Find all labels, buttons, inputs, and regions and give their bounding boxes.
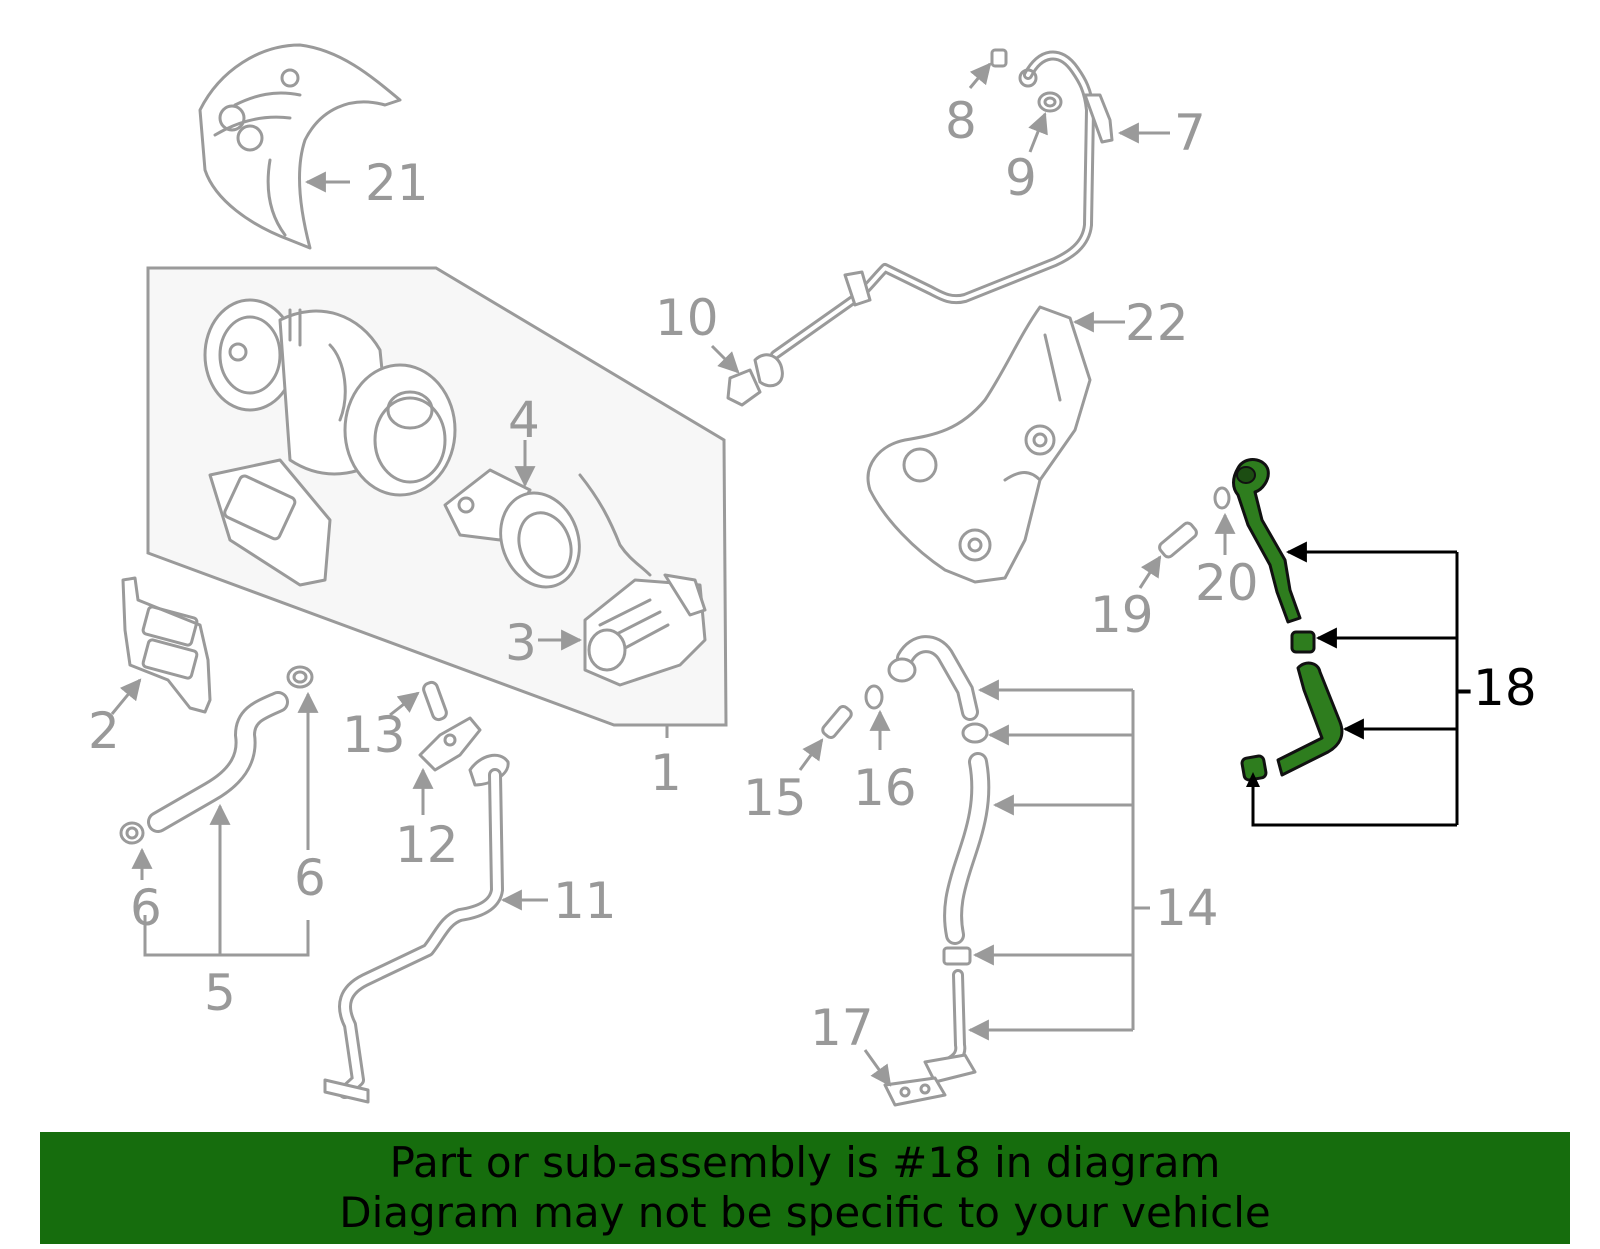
leader-8 <box>968 62 992 89</box>
callout-13: 13 <box>342 706 406 764</box>
leader-14-group <box>967 679 1150 1041</box>
callout-12: 12 <box>395 816 459 874</box>
callout-15: 15 <box>743 769 807 827</box>
callout-20: 20 <box>1195 554 1259 612</box>
callout-2: 2 <box>88 702 120 760</box>
leader-15 <box>798 738 824 771</box>
part-7-oil-feed-line <box>726 50 1114 407</box>
banner-line-1: Part or sub-assembly is #18 in diagram <box>389 1138 1221 1187</box>
part-14-coolant-line <box>887 635 991 1084</box>
callout-8: 8 <box>945 92 977 150</box>
callout-19: 19 <box>1090 586 1154 644</box>
part-19-bolt <box>1158 521 1198 559</box>
callout-1: 1 <box>650 744 682 802</box>
part-17-gasket <box>883 1076 947 1107</box>
callout-6-upper: 6 <box>294 849 326 907</box>
callout-3: 3 <box>505 614 537 672</box>
part-16-washer <box>864 684 884 710</box>
callout-17: 17 <box>810 999 874 1057</box>
callout-4: 4 <box>508 391 540 449</box>
callout-22: 22 <box>1125 294 1189 352</box>
leader-2 <box>110 678 142 715</box>
part-15-bolt <box>821 705 853 739</box>
part-2-gasket <box>121 576 212 714</box>
leader-17 <box>863 1049 892 1087</box>
part-12-valve <box>418 716 482 772</box>
part-6-clamp-lower <box>119 821 145 845</box>
part-22-heat-shield <box>866 305 1092 584</box>
leader-13 <box>389 691 420 717</box>
part-18-hose-assembly <box>1232 458 1344 782</box>
callout-7: 7 <box>1174 104 1206 162</box>
callout-5: 5 <box>204 964 236 1022</box>
callout-14: 14 <box>1155 879 1219 937</box>
part-6-clamp-upper <box>286 665 314 689</box>
callout-11: 11 <box>553 872 617 930</box>
leader-5-bracket <box>143 915 310 957</box>
highlight-banner: Part or sub-assembly is #18 in diagram D… <box>40 1132 1570 1244</box>
part-3-electric-actuator <box>578 473 707 687</box>
leader-18-group <box>1246 541 1459 827</box>
callout-16: 16 <box>853 759 917 817</box>
part-5-hose <box>147 691 289 833</box>
callout-6-lower: 6 <box>130 879 162 937</box>
part-20-washer <box>1213 486 1231 510</box>
part-9-washer <box>1037 91 1063 113</box>
callout-9: 9 <box>1005 149 1037 207</box>
callout-21: 21 <box>365 154 429 212</box>
leader-9 <box>1028 112 1048 153</box>
part-8-banjo-bolt <box>990 48 1008 68</box>
banner-line-2: Diagram may not be specific to your vehi… <box>339 1188 1271 1237</box>
part-13-pin <box>422 680 448 722</box>
part-21-heat-shield <box>198 43 402 250</box>
callout-18: -18 <box>1455 659 1537 717</box>
callout-10: 10 <box>655 289 719 347</box>
leader-19 <box>1138 555 1162 589</box>
part-11-oil-pipe <box>323 753 510 1104</box>
part-4-actuator <box>443 468 581 589</box>
leader-10 <box>710 344 740 374</box>
part-1-turbocharger <box>203 298 457 587</box>
